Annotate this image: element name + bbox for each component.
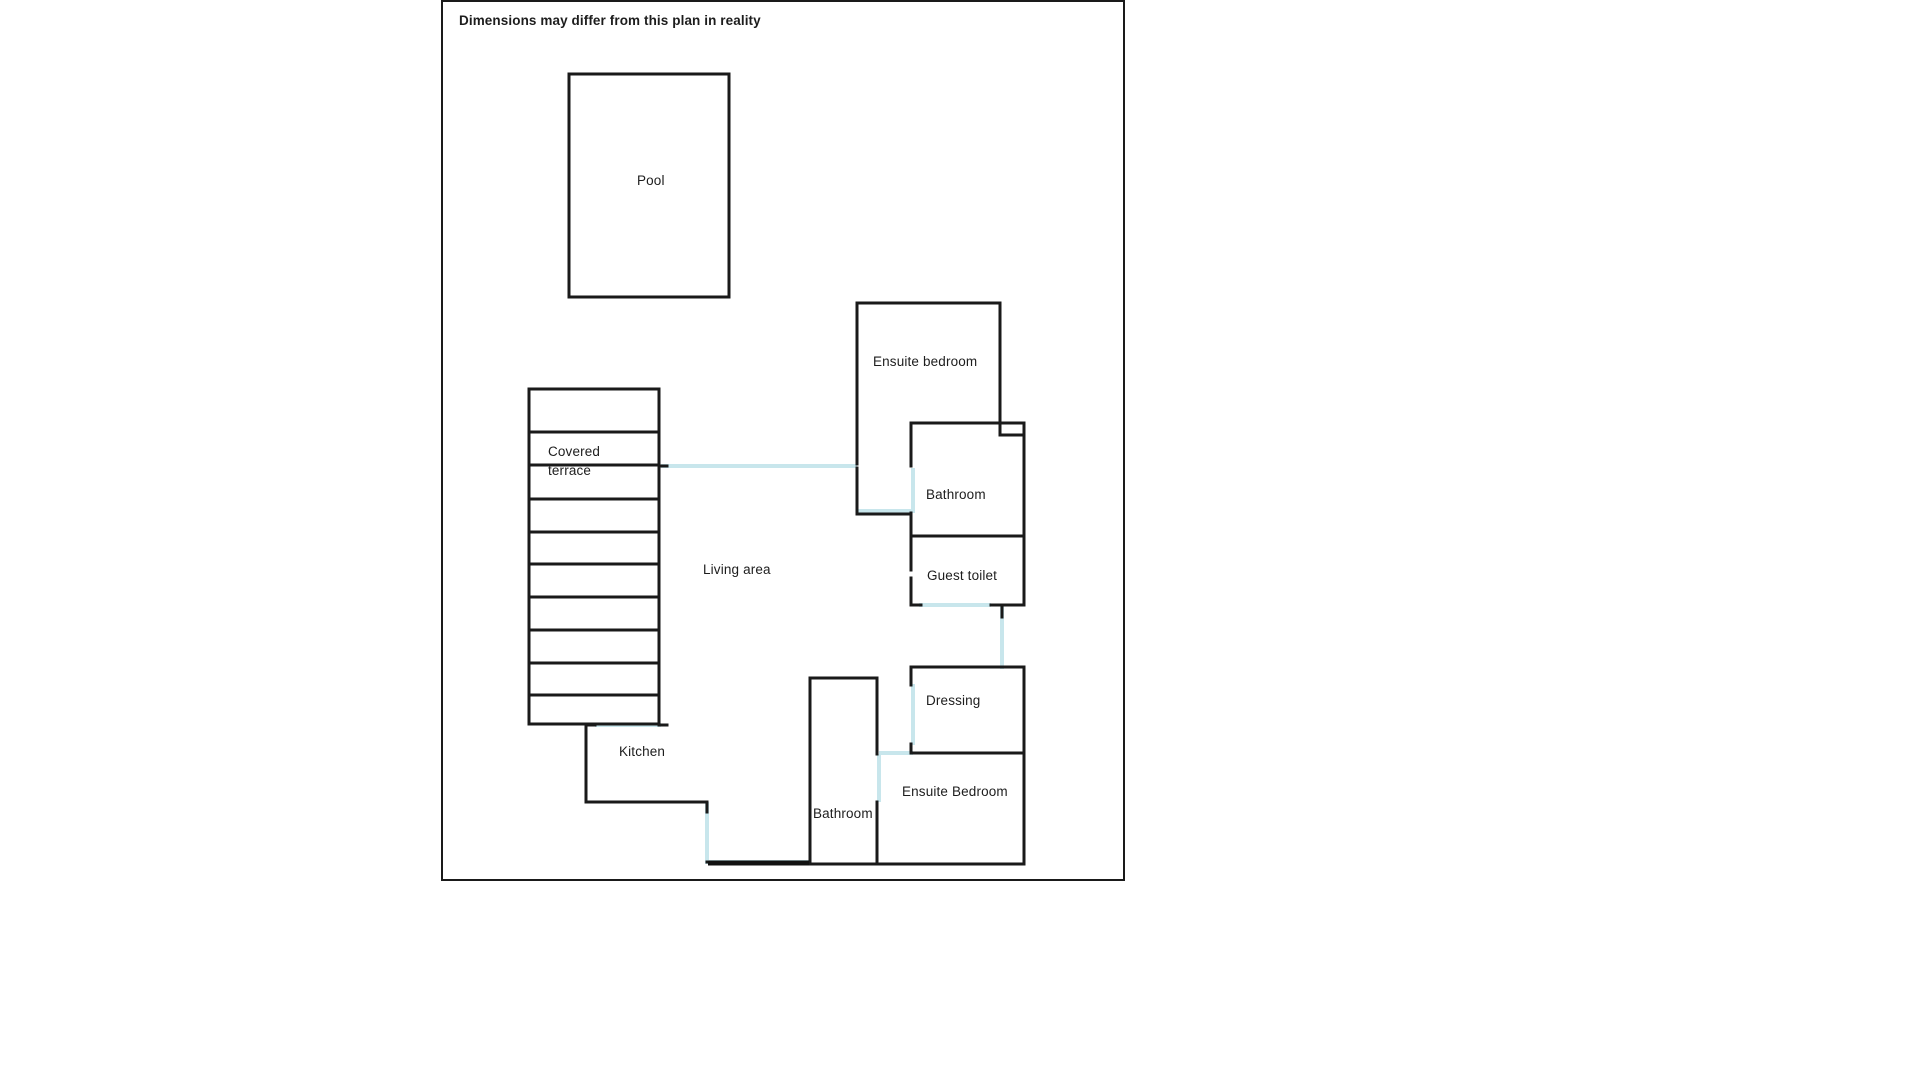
room-label-ensuite-bedroom-lower: Ensuite Bedroom [902,784,1008,799]
room-label-pool: Pool [637,173,665,188]
walls-layer [527,72,1026,866]
wall-pool [567,72,731,299]
room-label-guest-toilet: Guest toilet [927,568,998,583]
room-label-bathroom-upper: Bathroom [926,487,986,502]
door-openings-layer [595,464,1004,864]
wall-terrace-outline [527,387,661,726]
room-label-kitchen: Kitchen [619,744,666,759]
room-label-living-area: Living area [703,562,771,577]
room-label-bathroom-lower: Bathroom [813,806,873,821]
room-label-dressing: Dressing [926,693,981,708]
page-title: Dimensions may differ from this plan in … [459,13,761,28]
room-label-covered-terrace-line1: Covered [548,444,601,459]
floor-plan-sheet: Dimensions may differ from this plan in … [441,0,1125,881]
room-label-ensuite-bedroom-upper: Ensuite bedroom [873,354,978,369]
room-label-covered-terrace-line2: terrace [548,463,592,478]
floor-plan-drawing [527,72,1026,866]
